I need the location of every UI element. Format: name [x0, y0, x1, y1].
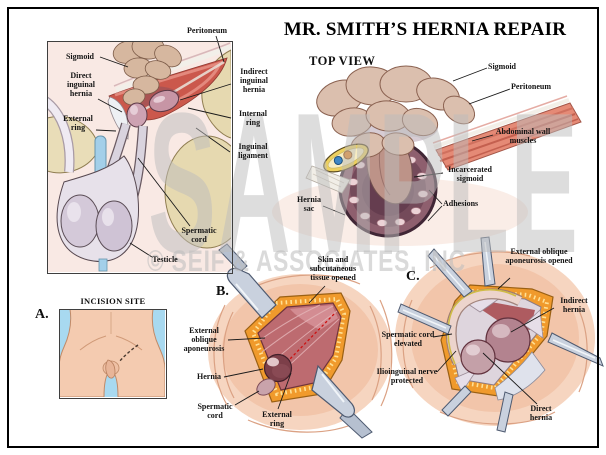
incision-site-heading: INCISION SITE [80, 296, 146, 306]
label-indirect-hernia: Indirect hernia [560, 296, 588, 315]
label-adhesions: Adhesions [443, 199, 479, 208]
label-spermatic-cord: Spermatic cord [181, 226, 217, 245]
panel-a-letter: A. [35, 307, 49, 322]
label-sigmoid-top-view: Sigmoid [488, 62, 517, 71]
spermatic-cord-elevated-shape [445, 288, 523, 366]
label-external-oblique-opened: External oblique aponeurosis opened [505, 247, 573, 266]
label-peritoneum: Peritoneum [187, 26, 227, 35]
panel-c-art [395, 236, 604, 433]
indirect-hernia-bulge-c [485, 317, 531, 363]
label-sigmoid: Sigmoid [65, 52, 94, 61]
label-external-oblique-aponeurosis: External oblique aponeurosis [183, 326, 225, 354]
direct-hernia-bulge [126, 102, 148, 128]
label-inguinal-ligament: Inguinal ligament [238, 142, 268, 161]
label-internal-ring: Internal ring [239, 109, 267, 128]
spermatic-cord-bulge [256, 378, 276, 396]
panel-b-letter: B. [216, 284, 229, 299]
label-abdominal-wall-muscles: Abdominal wall muscles [495, 127, 551, 146]
label-incarcerated-sigmoid: Incarcerated sigmoid [448, 165, 492, 184]
direct-hernia-bulge-c [460, 339, 496, 375]
label-ilioinguinal-nerve: Ilioinguinal nerve protected [376, 367, 438, 386]
panel-b-art [208, 243, 393, 439]
label-hernia-sac: Hernia sac [297, 195, 321, 214]
label-spermatic-cord-elevated: Spermatic cord elevated [381, 330, 435, 349]
abdominal-wall-muscle-band [432, 95, 582, 171]
torso-shape [59, 309, 165, 397]
retractor-icon [311, 364, 373, 439]
scrotum-testicles [56, 155, 140, 262]
label-external-ring: External ring [63, 114, 93, 133]
leader-lines [95, 35, 555, 410]
hernia-bulge-b [263, 353, 293, 383]
label-indirect-inguinal-hernia: Indirect inguinal hernia [239, 67, 268, 95]
label-peritoneum-top-view: Peritoneum [511, 82, 551, 91]
indirect-hernia-bulge [148, 89, 180, 113]
peritoneum-band [115, 44, 231, 93]
label-skin-subcutaneous-opened: Skin and subcutaneous tissue opened [309, 255, 357, 283]
retractor-highlights [402, 241, 596, 359]
top-view-art [272, 65, 582, 246]
cross-section-art [47, 41, 231, 272]
label-hernia: Hernia [197, 372, 221, 381]
incision-dashed-line [118, 344, 139, 363]
label-testicle: Testicle [152, 255, 178, 264]
top-view-heading: TOP VIEW [309, 54, 376, 68]
panel-c-letter: C. [406, 269, 420, 284]
incision-plan-dashed-line [288, 313, 335, 361]
label-spermatic-cord-b: Spermatic cord [197, 402, 233, 421]
ilioinguinal-nerve-line [447, 288, 517, 365]
incision-art [59, 309, 165, 397]
sigmoid-mass [316, 65, 476, 158]
retractor-icon [218, 243, 277, 319]
fascia-flap [454, 367, 480, 393]
label-external-ring-b: External ring [262, 410, 292, 429]
cut-stump-marker [323, 143, 369, 173]
label-direct-hernia: Direct hernia [529, 404, 553, 423]
page-title: MR. SMITH’S HERNIA REPAIR [283, 19, 567, 40]
label-direct-inguinal-hernia: Direct inguinal hernia [66, 71, 95, 99]
cut-muscle-wedge [305, 165, 351, 194]
